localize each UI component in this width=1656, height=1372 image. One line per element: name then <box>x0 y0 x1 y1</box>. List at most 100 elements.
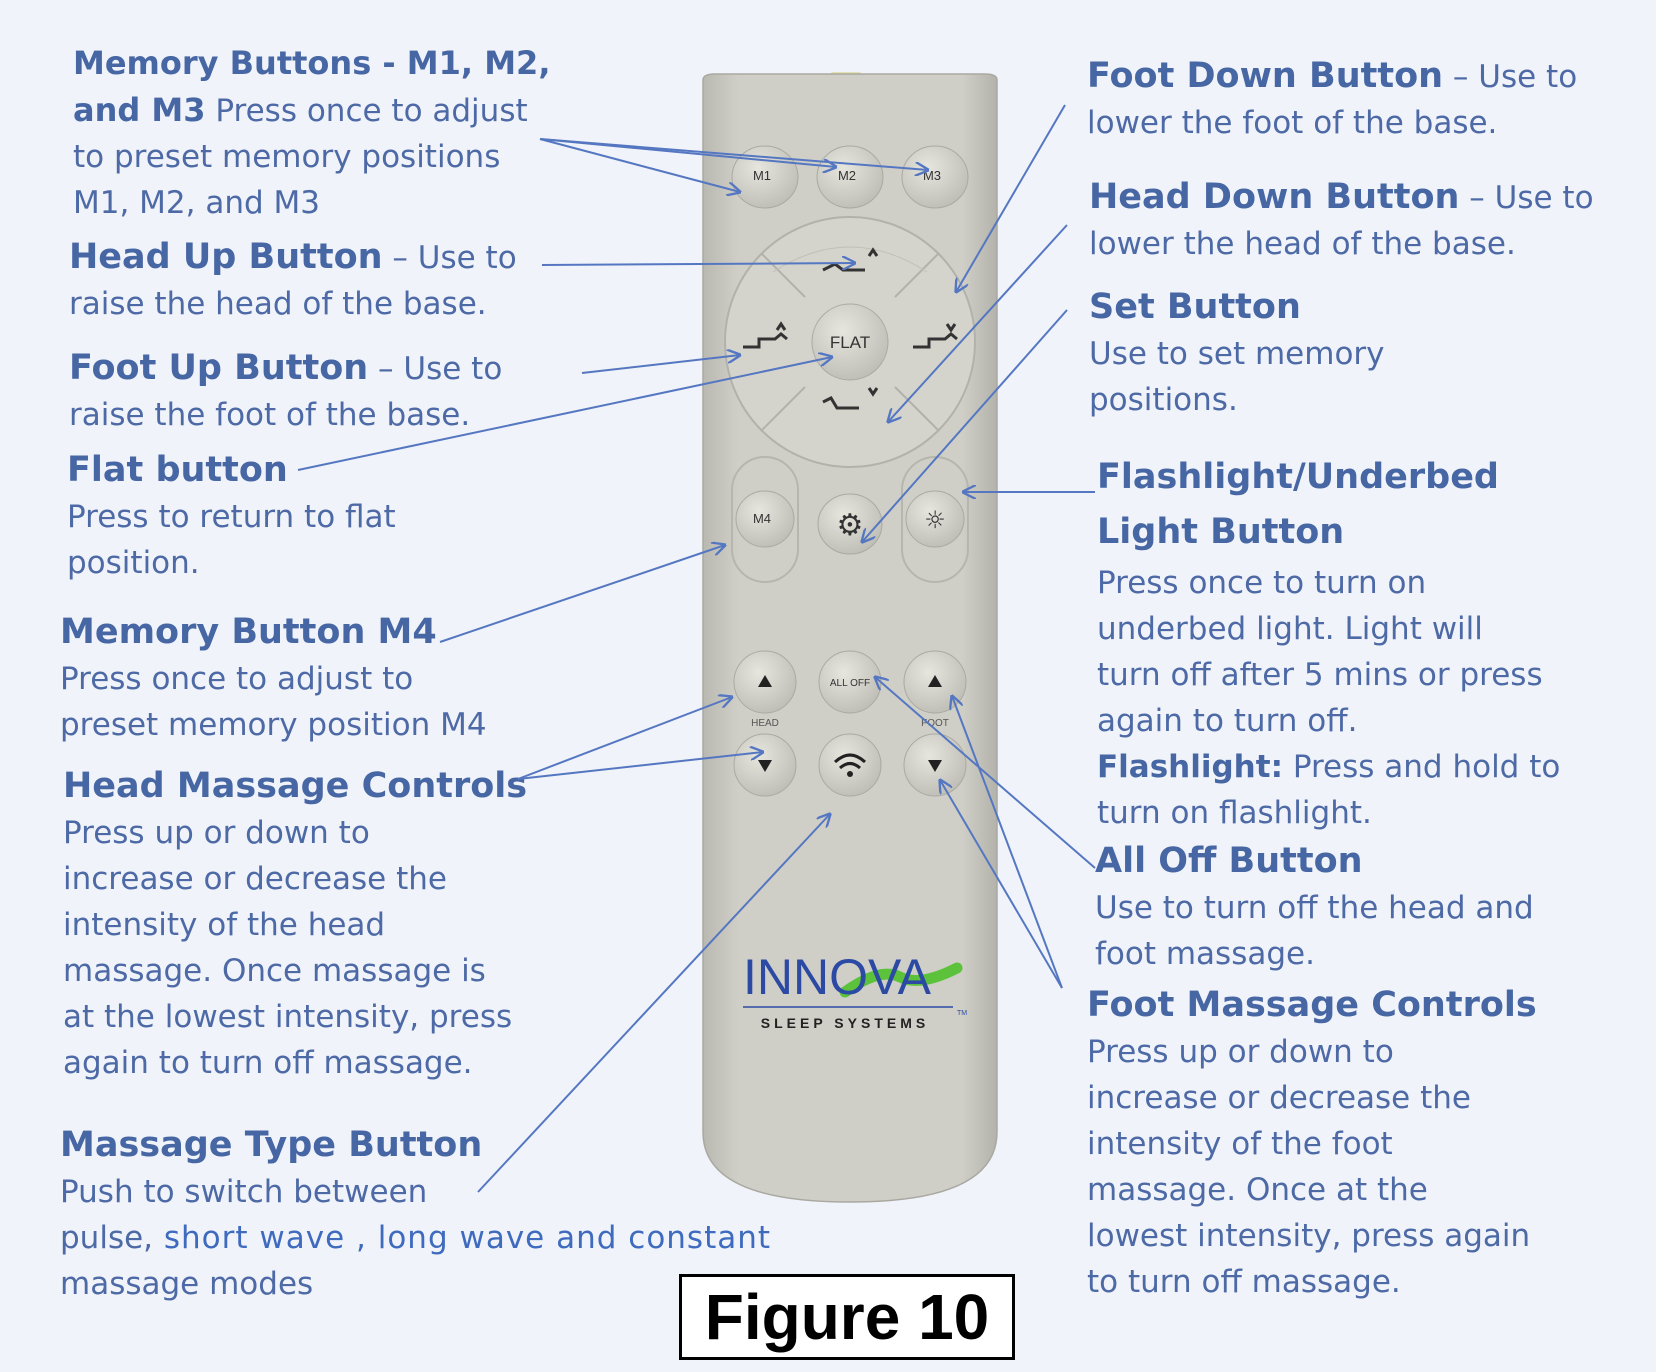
head-up-title: Head Up Button <box>69 237 383 277</box>
all-off-body-a: Use to turn off the head and <box>1095 890 1534 926</box>
head-massage-line: at the lowest intensity, press <box>63 999 513 1035</box>
flashlight-annotation: Flashlight/Underbed Light Button Press o… <box>1097 450 1560 836</box>
set-title: Set Button <box>1089 287 1301 327</box>
head-massage-up-button[interactable] <box>733 650 797 714</box>
logo-swoosh <box>839 962 963 998</box>
head-caption: HEAD <box>751 718 779 729</box>
foot-up-body-a: – Use to <box>368 351 503 387</box>
flashlight-line: turn off after 5 mins or press <box>1097 657 1543 693</box>
flashlight-sub-title: Flashlight: <box>1097 749 1283 785</box>
memory-buttons-title-2: and M3 <box>73 91 206 129</box>
flashlight-sub-a: Press and hold to <box>1282 749 1561 785</box>
memory-buttons-body-b: to preset memory positions <box>73 139 501 175</box>
memory-m4-title: Memory Button M4 <box>60 612 437 652</box>
head-massage-down-button[interactable] <box>733 733 797 797</box>
m4-button[interactable]: M4 <box>735 490 795 548</box>
massage-type-body-a: Push to switch between <box>60 1174 428 1210</box>
logo-subtext: SLEEP SYSTEMS <box>761 1015 929 1031</box>
flat-annotation: Flat button Press to return to flat posi… <box>67 447 396 586</box>
head-down-title: Head Down Button <box>1089 177 1460 217</box>
flashlight-title-2: Light Button <box>1097 512 1345 552</box>
foot-massage-line: to turn off massage. <box>1087 1264 1401 1300</box>
head-massage-line: Press up or down to <box>63 815 370 851</box>
flashlight-line: again to turn off. <box>1097 703 1358 739</box>
flashlight-line: Press once to turn on <box>1097 565 1427 601</box>
flat-title: Flat button <box>67 450 288 490</box>
light-button[interactable]: ☼ <box>905 490 965 548</box>
foot-massage-annotation: Foot Massage Controls Press up or down t… <box>1087 982 1537 1305</box>
massage-type-body-b2: short wave , long wave and constant <box>153 1220 772 1256</box>
figure-caption: Figure 10 <box>679 1274 1015 1360</box>
head-massage-line: massage. Once massage is <box>63 953 486 989</box>
head-massage-line: again to turn off massage. <box>63 1045 473 1081</box>
set-annotation: Set Button Use to set memory positions. <box>1089 284 1385 423</box>
all-off-annotation: All Off Button Use to turn off the head … <box>1095 838 1534 977</box>
wifi-icon <box>833 753 867 770</box>
foot-up-icon <box>743 321 788 349</box>
memory-buttons-title: Memory Buttons - M1, M2, <box>73 44 551 82</box>
head-massage-line: intensity of the head <box>63 907 386 943</box>
massage-type-body-b: pulse, <box>60 1220 154 1256</box>
set-button[interactable]: ⚙ <box>817 493 883 555</box>
all-off-button[interactable]: ALL OFF <box>818 650 882 714</box>
remote-control: M1 M2 M3 FLAT M4 ⚙ ☼ <box>702 72 998 1203</box>
foot-massage-line: massage. Once at the <box>1087 1172 1428 1208</box>
memory-m4-body-a: Press once to adjust to <box>60 661 414 697</box>
m1-label: M1 <box>753 168 771 183</box>
foot-up-annotation: Foot Up Button – Use to raise the foot o… <box>69 345 502 438</box>
gear-icon: ⚙ <box>837 508 864 543</box>
m4-label: M4 <box>753 511 771 526</box>
foot-massage-line: increase or decrease the <box>1087 1080 1471 1116</box>
flashlight-sub-b: turn on flashlight. <box>1097 795 1372 831</box>
flat-body-b: position. <box>67 545 200 581</box>
head-down-body-b: lower the head of the base. <box>1089 226 1516 262</box>
light-icon: ☼ <box>924 506 946 534</box>
massage-type-body-c: massage modes <box>60 1266 314 1302</box>
triangle-up-icon <box>758 675 772 687</box>
foot-down-title: Foot Down Button <box>1087 56 1444 96</box>
foot-up-body-b: raise the foot of the base. <box>69 397 471 433</box>
foot-down-annotation: Foot Down Button – Use to lower the foot… <box>1087 53 1577 146</box>
head-up-body-b: raise the head of the base. <box>69 286 487 322</box>
memory-buttons-body-c: M1, M2, and M3 <box>73 185 321 221</box>
m2-label: M2 <box>838 168 856 183</box>
head-massage-line: increase or decrease the <box>63 861 447 897</box>
head-up-body-a: – Use to <box>382 240 517 276</box>
memory-m4-annotation: Memory Button M4 Press once to adjust to… <box>60 609 487 748</box>
head-down-annotation: Head Down Button – Use to lower the head… <box>1089 174 1594 267</box>
foot-down-body-a: – Use to <box>1443 59 1578 95</box>
flashlight-title: Flashlight/Underbed <box>1097 457 1499 497</box>
set-body-b: positions. <box>1089 382 1238 418</box>
foot-massage-line: Press up or down to <box>1087 1034 1394 1070</box>
m1-button[interactable]: M1 <box>731 145 799 209</box>
all-off-body-b: foot massage. <box>1095 936 1315 972</box>
m2-button[interactable]: M2 <box>816 145 884 209</box>
foot-massage-line: lowest intensity, press again <box>1087 1218 1531 1254</box>
massage-type-annotation: Massage Type Button Push to switch betwe… <box>60 1122 771 1307</box>
foot-up-title: Foot Up Button <box>69 348 369 388</box>
m3-button[interactable]: M3 <box>901 145 969 209</box>
head-up-annotation: Head Up Button – Use to raise the head o… <box>69 234 517 327</box>
memory-buttons-annotation: Memory Buttons - M1, M2, and M3 Press on… <box>73 40 550 226</box>
flat-body-a: Press to return to flat <box>67 499 396 535</box>
all-off-label: ALL OFF <box>830 678 870 689</box>
flat-label: FLAT <box>830 333 870 352</box>
all-off-title: All Off Button <box>1095 841 1363 881</box>
foot-massage-down-button[interactable] <box>903 733 967 797</box>
massage-type-button[interactable] <box>818 733 882 797</box>
memory-buttons-body-a: Press once to adjust <box>205 93 528 129</box>
logo-text: INNOVA <box>743 949 932 1005</box>
foot-massage-up-button[interactable] <box>903 650 967 714</box>
logo-tm: TM <box>957 1010 967 1017</box>
foot-massage-line: intensity of the foot <box>1087 1126 1393 1162</box>
flashlight-line: underbed light. Light will <box>1097 611 1483 647</box>
head-massage-annotation: Head Massage Controls Press up or down t… <box>63 763 527 1086</box>
m3-label: M3 <box>923 168 941 183</box>
foot-caption: FOOT <box>921 718 949 729</box>
foot-up-button[interactable] <box>743 321 788 349</box>
memory-m4-body-b: preset memory position M4 <box>60 707 487 743</box>
head-down-body-a: – Use to <box>1459 180 1594 216</box>
flat-button[interactable]: FLAT <box>811 303 889 381</box>
foot-down-body-b: lower the foot of the base. <box>1087 105 1498 141</box>
foot-massage-title: Foot Massage Controls <box>1087 985 1537 1025</box>
